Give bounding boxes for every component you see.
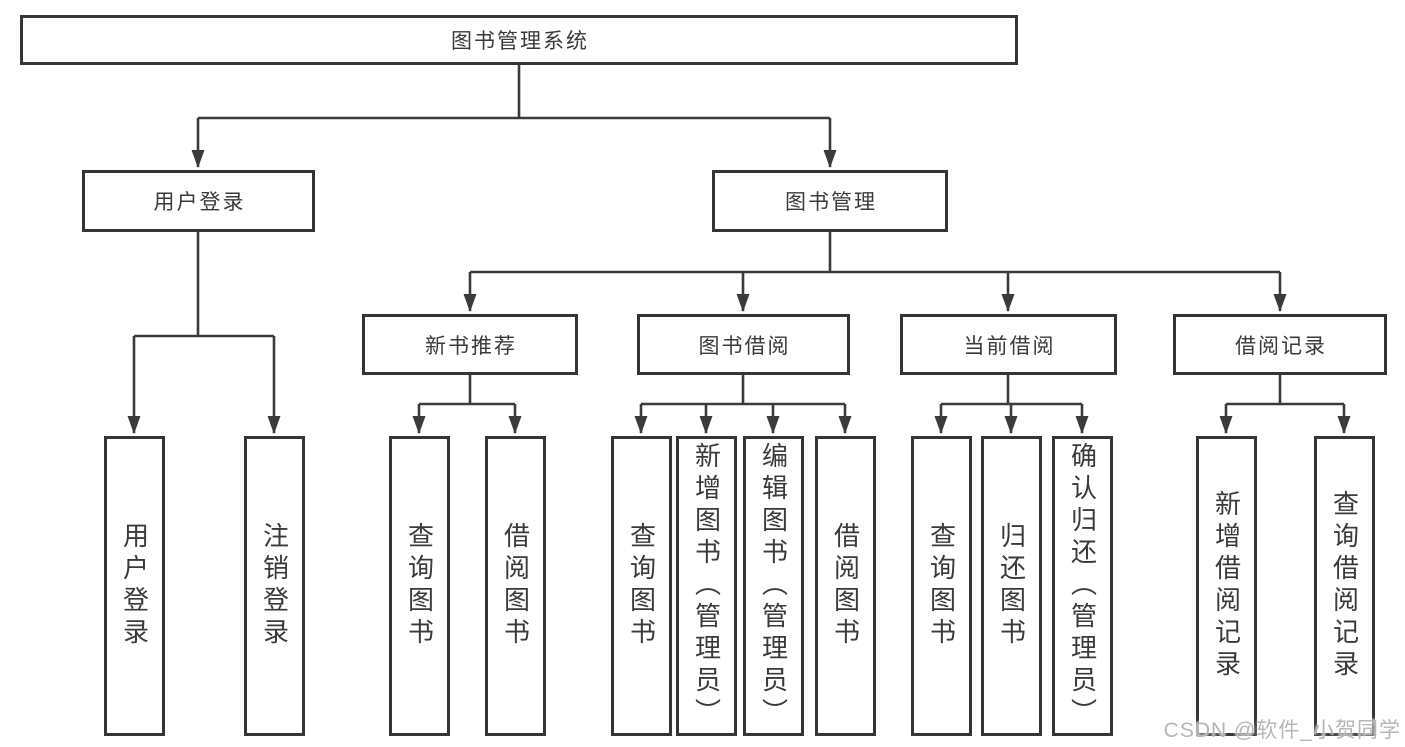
node-user-login: 用户登录	[82, 170, 315, 232]
leaf-return-book: 归还图书	[981, 436, 1042, 736]
connector-current-borrow-to-leaves	[934, 375, 1089, 434]
connector-root-to-branches	[191, 65, 837, 168]
leaf-edit-book-admin: 编辑图书（管理员）	[743, 436, 804, 736]
leaf-query-books-current: 查询图书	[911, 436, 972, 736]
connector-new-book-recommend-to-leaves	[412, 375, 522, 434]
leaf-borrow-books: 借阅图书	[815, 436, 876, 736]
watermark: CSDN @软件_小贺同学	[1163, 719, 1401, 742]
leaf-add-book-admin: 新增图书（管理员）	[676, 436, 737, 736]
leaf-logout: 注销登录	[244, 436, 305, 736]
node-book-management: 图书管理	[712, 170, 948, 232]
node-book-borrow: 图书借阅	[637, 314, 850, 375]
connector-borrow-records-to-leaves	[1219, 375, 1351, 434]
leaf-add-borrow-record: 新增借阅记录	[1196, 436, 1257, 736]
connector-user-login-to-leaves	[127, 232, 281, 434]
leaf-query-books-recommend: 查询图书	[389, 436, 450, 736]
leaf-user-login: 用户登录	[104, 436, 165, 736]
leaf-query-borrow-record: 查询借阅记录	[1314, 436, 1375, 736]
leaf-query-books-borrow: 查询图书	[611, 436, 672, 736]
connector-book-management-to-groups	[463, 232, 1287, 312]
leaf-borrow-books-recommend: 借阅图书	[485, 436, 546, 736]
node-current-borrow: 当前借阅	[900, 314, 1117, 375]
node-borrow-records: 借阅记录	[1173, 314, 1387, 375]
node-root-system: 图书管理系统	[20, 15, 1018, 65]
leaf-confirm-return-admin: 确认归还（管理员）	[1052, 436, 1113, 736]
connector-book-borrow-to-leaves	[634, 375, 852, 434]
node-new-book-recommend: 新书推荐	[362, 314, 578, 375]
